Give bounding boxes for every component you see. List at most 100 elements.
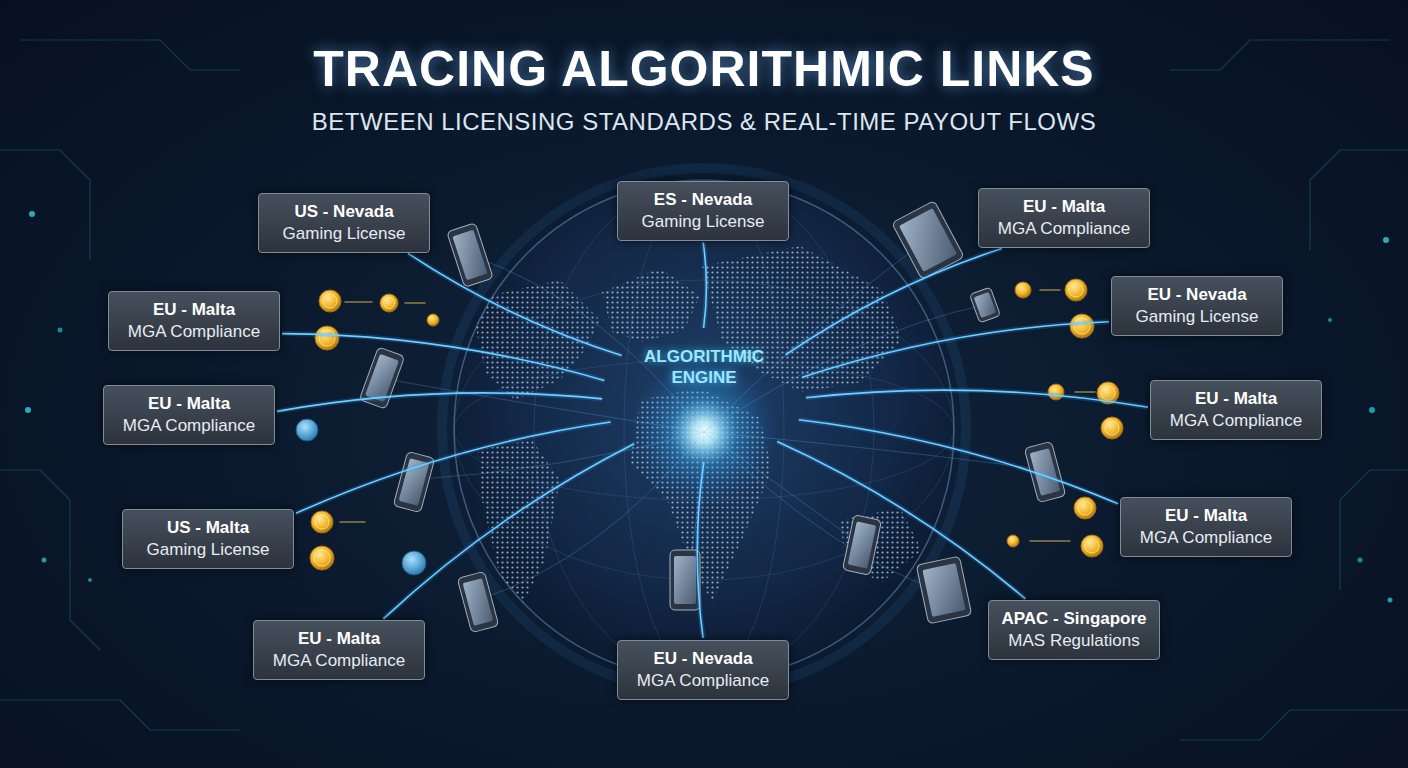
coin-face [296,419,318,441]
node-body: MGA Compliance [1170,410,1302,432]
link-glow [277,393,602,411]
globe-halo [442,168,966,692]
coin-face [315,326,339,350]
coin-rim [384,298,395,309]
node-heading: EU - Malta [1023,196,1105,218]
node-body: MGA Compliance [273,650,405,672]
node-heading: US - Nevada [294,201,393,223]
link-glow [697,462,704,638]
coins [296,279,1123,575]
coin-face [402,551,426,575]
coin-face [1081,535,1103,557]
node-body: MGA Compliance [637,670,769,692]
circuit-line [0,700,240,730]
link-glow [802,322,1109,378]
node-body: Gaming License [642,211,765,233]
engine-core: ALGORITHMIC ENGINE [604,330,804,460]
node-body: MAS Regulations [1008,630,1139,652]
coin-rim [323,294,337,308]
streak [340,521,365,523]
node-body: Gaming License [283,223,406,245]
link-line [383,444,634,619]
license-box: EU - MaltaMGA Compliance [108,291,280,351]
node-heading: ES - Nevada [654,189,752,211]
coin-face [1007,535,1019,547]
phone-icon [970,287,1001,323]
coin-face [310,546,334,570]
node-body: MGA Compliance [998,218,1130,240]
license-box: US - MaltaGaming License [122,509,294,569]
circuit-dot [1369,407,1375,413]
streak [345,301,372,303]
license-box: EU - NevadaMGA Compliance [617,640,789,700]
link-line [777,442,1025,599]
gold-coin [1065,279,1087,301]
license-box: EU - NevadaGaming License [1111,276,1283,336]
license-box: EU - MaltaMGA Compliance [253,620,425,680]
circuit-dot [88,578,92,582]
node-heading: EU - Malta [298,628,380,650]
circuit-dot [1358,558,1363,563]
data-flow-link [777,442,1025,599]
link-line [277,393,602,411]
flow-line [704,432,1045,470]
gold-coin [311,511,333,533]
node-body: MGA Compliance [128,321,260,343]
node-heading: APAC - Singapore [1001,608,1146,630]
phone-screen [848,521,877,568]
node-heading: EU - Nevada [653,648,752,670]
data-flow-link [383,444,634,619]
phone-screen [674,556,696,604]
decorative-flows [380,240,1045,600]
tablet-screen [922,563,965,617]
gold-coin [1074,497,1096,519]
streak [405,302,425,304]
streak [1030,540,1070,542]
phone-body [842,515,881,576]
circuit-line [1310,150,1408,250]
phone-screen [463,578,494,626]
node-heading: EU - Malta [148,393,230,415]
link-glow [806,390,1148,407]
node-body: Gaming License [147,539,270,561]
circuit-line [1170,40,1390,70]
node-heading: EU - Malta [153,299,235,321]
gold-coin [1101,417,1123,439]
coin-face [1101,417,1123,439]
circuit-dot [1328,318,1332,322]
link-line [786,248,1002,355]
coin-rim [315,515,329,529]
devices [359,200,1066,632]
continent [602,268,700,342]
streak [1075,391,1095,393]
gold-coin [427,314,439,326]
circuit-dots [25,211,1393,603]
node-heading: EU - Malta [1195,388,1277,410]
coin-face [1065,279,1087,301]
link-glow [296,422,611,513]
node-heading: EU - Malta [1165,505,1247,527]
phone-icon [447,223,493,287]
link-line [806,390,1148,407]
gold-coin [315,326,339,350]
link-glow [777,442,1025,599]
coin-face [427,314,439,326]
circuit-dot [1383,237,1389,243]
circuit-line [0,470,100,650]
coin-rim [314,550,330,566]
license-box: EU - MaltaMGA Compliance [1150,380,1322,440]
license-box: EU - MaltaMGA Compliance [103,385,275,445]
node-body: MGA Compliance [123,415,255,437]
phone-screen [974,292,997,318]
node-body: MGA Compliance [1140,527,1272,549]
node-heading: ALGORITHMIC ENGINE [634,346,774,389]
flow-line [704,432,862,545]
longitude-line [534,180,874,680]
circuit-dot [29,211,35,217]
gold-coin [1007,535,1019,547]
circuit-line [0,150,90,260]
gold-coin [1015,282,1031,298]
data-flow-link [408,253,622,355]
phone-screen [452,230,487,281]
link-glow [383,444,634,619]
